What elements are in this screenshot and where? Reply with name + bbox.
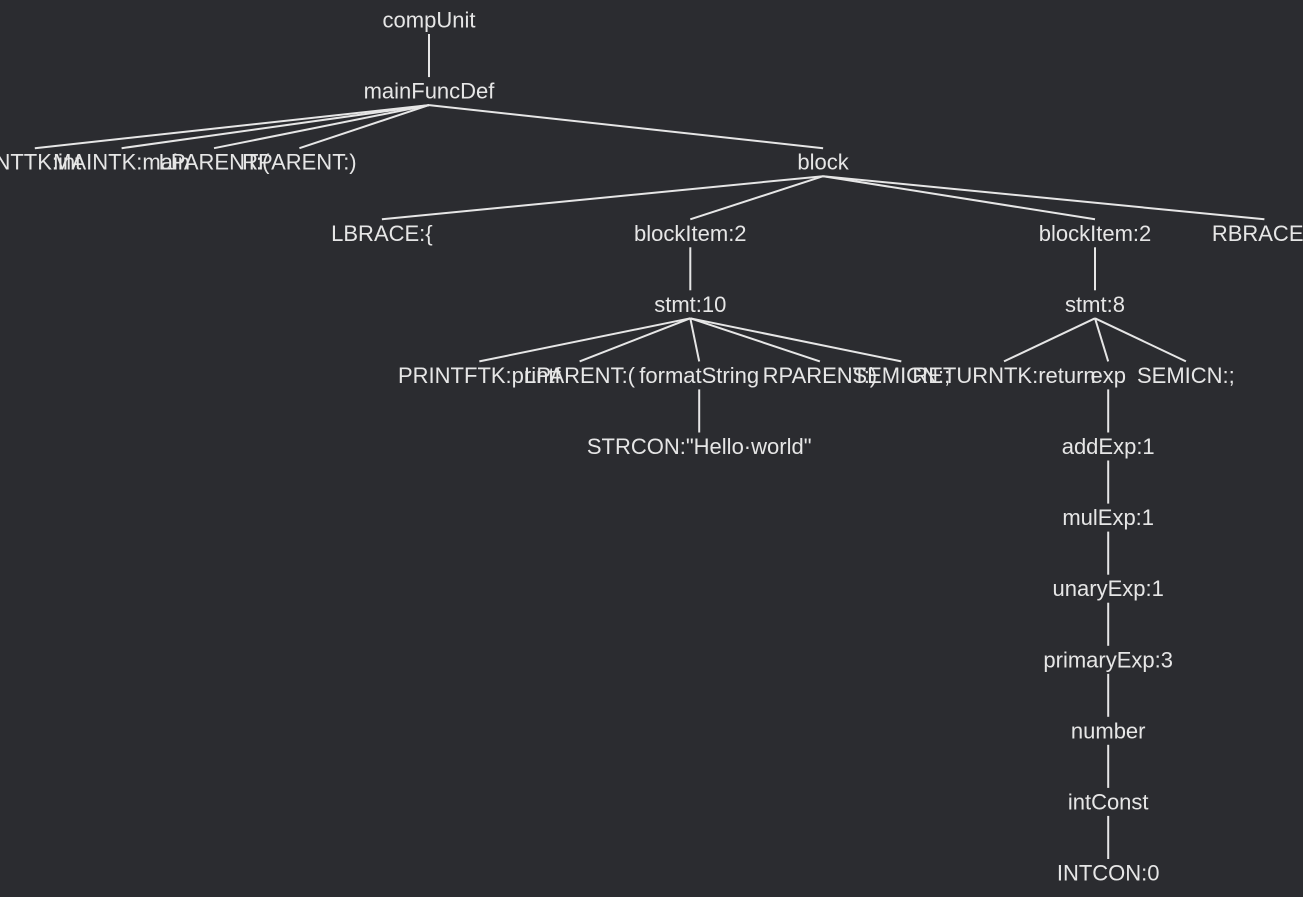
tree-edge — [121, 104, 430, 150]
tree-node: SEMICN:; — [852, 363, 950, 388]
tree-node: LPARENT:( — [524, 363, 636, 388]
tree-node: INTCON:0 — [1057, 861, 1160, 886]
tree-node: RPARENT:) — [763, 363, 878, 388]
tree-node: LPARENT:( — [159, 150, 271, 175]
tree-edge — [1094, 317, 1187, 363]
tree-edge — [34, 104, 430, 150]
tree-edge — [822, 175, 1096, 221]
tree-node: PRINTFTK:printf — [398, 363, 561, 388]
tree-node: blockItem:2 — [1039, 221, 1152, 246]
tree-node: compUnit — [383, 8, 476, 33]
tree-node: INTTK:int — [0, 150, 81, 175]
tree-node: STRCON:"Hello·world" — [587, 434, 812, 459]
tree-nodes: compUnitmainFuncDefINTTK:intMAINTK:mainL… — [0, 8, 1303, 886]
tree-edge — [579, 317, 691, 363]
tree-node: formatString — [639, 363, 759, 388]
tree-node: RPARENT:) — [242, 150, 357, 175]
tree-node: addExp:1 — [1062, 434, 1155, 459]
tree-edge — [690, 317, 902, 363]
tree-node: MAINTK:main — [53, 150, 190, 175]
tree-node: block — [797, 150, 849, 175]
tree-edge — [689, 175, 824, 221]
tree-node: stmt:10 — [654, 292, 726, 317]
tree-edge — [689, 318, 701, 362]
tree-node: intConst — [1068, 789, 1149, 814]
tree-node: unaryExp:1 — [1053, 576, 1164, 601]
tree-edge — [1003, 317, 1096, 363]
tree-node: stmt:8 — [1065, 292, 1125, 317]
tree-node: SEMICN:; — [1137, 363, 1235, 388]
tree-node: RETURNTK:return — [912, 363, 1095, 388]
tree-edge — [381, 175, 824, 221]
tree-edges — [34, 34, 1265, 859]
tree-node: primaryExp:3 — [1043, 647, 1173, 672]
tree-node: mulExp:1 — [1062, 505, 1154, 530]
tree-node: blockItem:2 — [634, 221, 747, 246]
tree-node: exp — [1090, 363, 1125, 388]
tree-node: number — [1071, 718, 1146, 743]
tree-node: RBRACE:} — [1212, 221, 1303, 246]
tree-node: mainFuncDef — [364, 79, 496, 104]
tree-edge — [823, 175, 1265, 221]
tree-edge — [299, 104, 430, 150]
tree-edge — [479, 317, 691, 363]
tree-edge — [689, 317, 821, 363]
tree-edge — [213, 104, 430, 150]
tree-edge — [428, 104, 824, 150]
tree-edge — [1094, 318, 1110, 362]
tree-node: LBRACE:{ — [331, 221, 433, 246]
